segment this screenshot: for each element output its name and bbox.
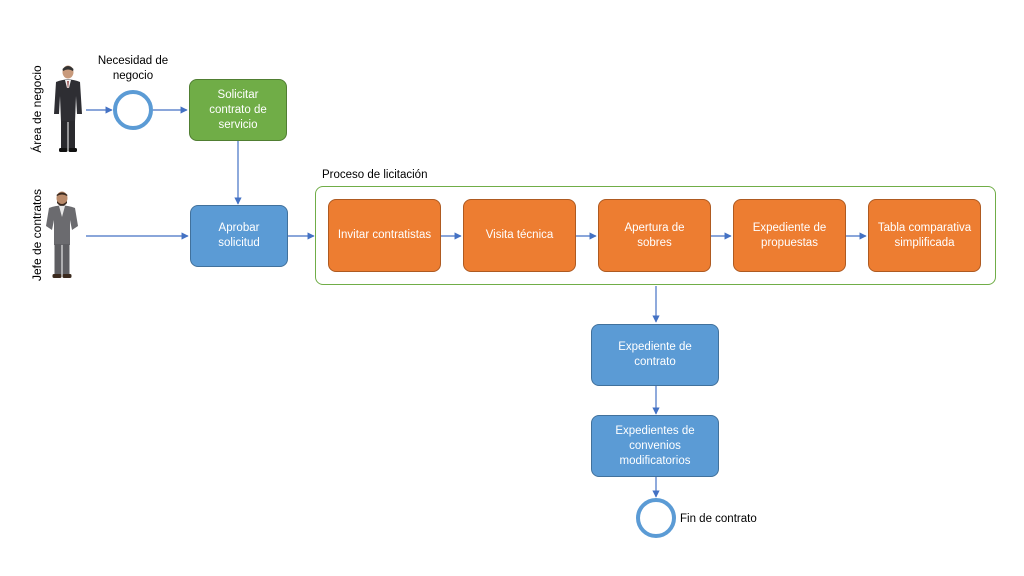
task-amendments-file-label: Expedientes de convenios modificatorios <box>615 424 695 467</box>
tender-step-proposals-file-label: Expediente de propuestas <box>752 221 827 249</box>
end-event[interactable] <box>636 498 676 538</box>
task-request-contract[interactable]: Solicitar contrato de servicio <box>189 79 287 141</box>
tender-step-open-bids[interactable]: Apertura de sobres <box>598 199 711 272</box>
tender-step-comparison-table-label: Tabla comparativa simplificada <box>877 221 972 249</box>
task-request-contract-label: Solicitar contrato de servicio <box>209 88 267 131</box>
contracts-manager-icon <box>42 190 82 280</box>
tender-step-invite-label: Invitar contratistas <box>337 229 432 241</box>
task-contract-file[interactable]: Expediente de contrato <box>591 324 719 386</box>
end-event-label: Fin de contrato <box>680 513 757 525</box>
tender-step-invite[interactable]: Invitar contratistas <box>328 199 441 272</box>
tender-step-proposals-file[interactable]: Expediente de propuestas <box>733 199 846 272</box>
tender-step-comparison-table[interactable]: Tabla comparativa simplificada <box>868 199 981 272</box>
tender-step-site-visit[interactable]: Visita técnica <box>463 199 576 272</box>
task-contract-file-label: Expediente de contrato <box>618 341 692 368</box>
lane-label-business: Área de negocio <box>30 65 44 153</box>
task-amendments-file[interactable]: Expedientes de convenios modificatorios <box>591 415 719 477</box>
task-approve-request[interactable]: Aprobar solicitud <box>190 205 288 267</box>
business-person-icon <box>48 64 88 154</box>
tender-step-open-bids-label: Apertura de sobres <box>624 221 685 249</box>
task-approve-request-label: Aprobar solicitud <box>218 222 260 249</box>
start-event-label: Necesidad de negocio <box>97 55 169 82</box>
tender-process-group <box>315 186 996 285</box>
start-event[interactable] <box>113 90 153 130</box>
tender-group-label: Proceso de licitación <box>322 169 428 181</box>
tender-step-site-visit-label: Visita técnica <box>485 229 554 241</box>
